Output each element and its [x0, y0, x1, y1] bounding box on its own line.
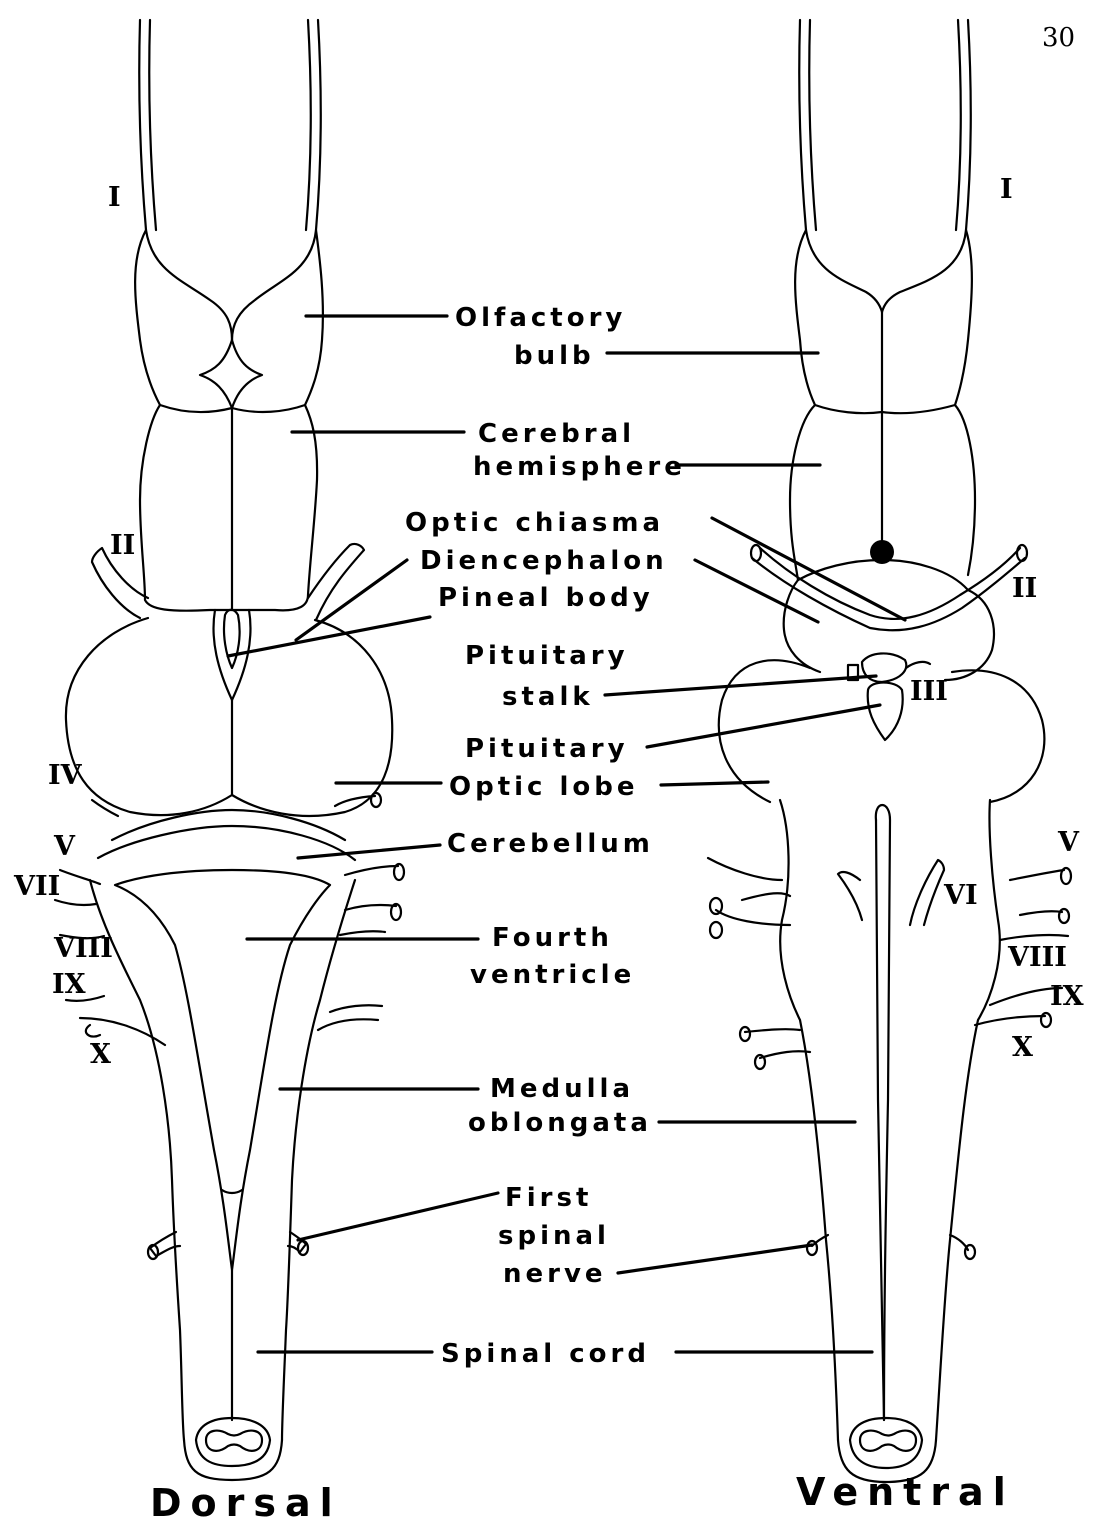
nerve-label-dorsal-IX: IX [52, 969, 86, 1000]
label-cerebral-line2: hemisphere [473, 452, 686, 482]
nerve-label-dorsal-I: I [108, 182, 121, 213]
leader-pituitary-stalk [605, 676, 876, 695]
label-olfactory-line2: bulb [514, 341, 595, 371]
nerve-label-dorsal-VII: VII [13, 871, 60, 902]
view-title-dorsal: Dorsal [150, 1481, 342, 1524]
label-fourth-ventricle-line1: Fourth [492, 923, 613, 953]
nerve-label-ventral-V: V [1057, 827, 1080, 858]
nerve-label-dorsal-VIII: VIII [53, 933, 113, 964]
nerve-label-dorsal-X: X [90, 1039, 111, 1070]
nerve-label-ventral-VI: VI [943, 880, 978, 911]
leader-first-spinal-dorsal [298, 1193, 498, 1240]
nerve-label-ventral-I: I [1000, 174, 1013, 205]
label-first-spinal-line3: nerve [503, 1259, 607, 1289]
nerve-label-ventral-IX: IX [1050, 981, 1084, 1012]
label-optic-lobe: Optic lobe [449, 772, 639, 802]
leader-pineal [228, 617, 430, 656]
label-first-spinal-line1: First [505, 1183, 592, 1213]
dorsal-nerve-numerals: I II IV V VII VIII IX X [13, 182, 135, 1070]
label-pituitary-stalk-line1: Pituitary [465, 641, 629, 671]
ventral-nerve-numerals: I II III V VI VIII IX X [910, 174, 1084, 1063]
leader-first-spinal-ventral [618, 1245, 812, 1273]
leader-optic-lobe-ventral [661, 782, 768, 785]
leader-cerebellum [298, 845, 440, 858]
label-optic-chiasma: Optic chiasma [405, 508, 664, 538]
nerve-label-ventral-II: II [1012, 573, 1037, 604]
nerve-label-dorsal-II: II [110, 530, 135, 561]
label-pituitary-stalk-line2: stalk [502, 682, 594, 712]
nerve-label-ventral-III: III [910, 676, 948, 707]
label-medulla-line2: oblongata [468, 1108, 652, 1138]
dorsal-brain-drawing [55, 20, 404, 1480]
nerve-label-dorsal-IV: IV [48, 760, 83, 791]
page-number: 30 [1042, 23, 1075, 53]
label-olfactory-line1: Olfactory [455, 303, 626, 333]
label-cerebral-line1: Cerebral [478, 419, 635, 449]
leader-diencephalon-dorsal [296, 560, 407, 640]
label-cerebellum: Cerebellum [447, 829, 654, 859]
label-pineal-body: Pineal body [438, 583, 654, 613]
label-diencephalon: Diencephalon [420, 546, 668, 576]
view-title-ventral: Ventral [796, 1470, 1015, 1514]
label-medulla-line1: Medulla [490, 1074, 634, 1104]
nerve-label-ventral-X: X [1012, 1032, 1033, 1063]
nerve-label-ventral-VIII: VIII [1007, 942, 1067, 973]
leader-optic-chiasma [712, 518, 905, 620]
label-fourth-ventricle-line2: ventricle [470, 960, 635, 990]
structure-labels: Olfactory bulb Cerebral hemisphere Optic… [405, 303, 686, 1369]
nerve-label-dorsal-V: V [53, 831, 76, 862]
ventral-brain-drawing [708, 20, 1071, 1482]
leader-pituitary [647, 705, 880, 747]
label-spinal-cord: Spinal cord [441, 1339, 650, 1369]
label-pituitary: Pituitary [465, 734, 629, 764]
label-first-spinal-line2: spinal [498, 1221, 610, 1251]
